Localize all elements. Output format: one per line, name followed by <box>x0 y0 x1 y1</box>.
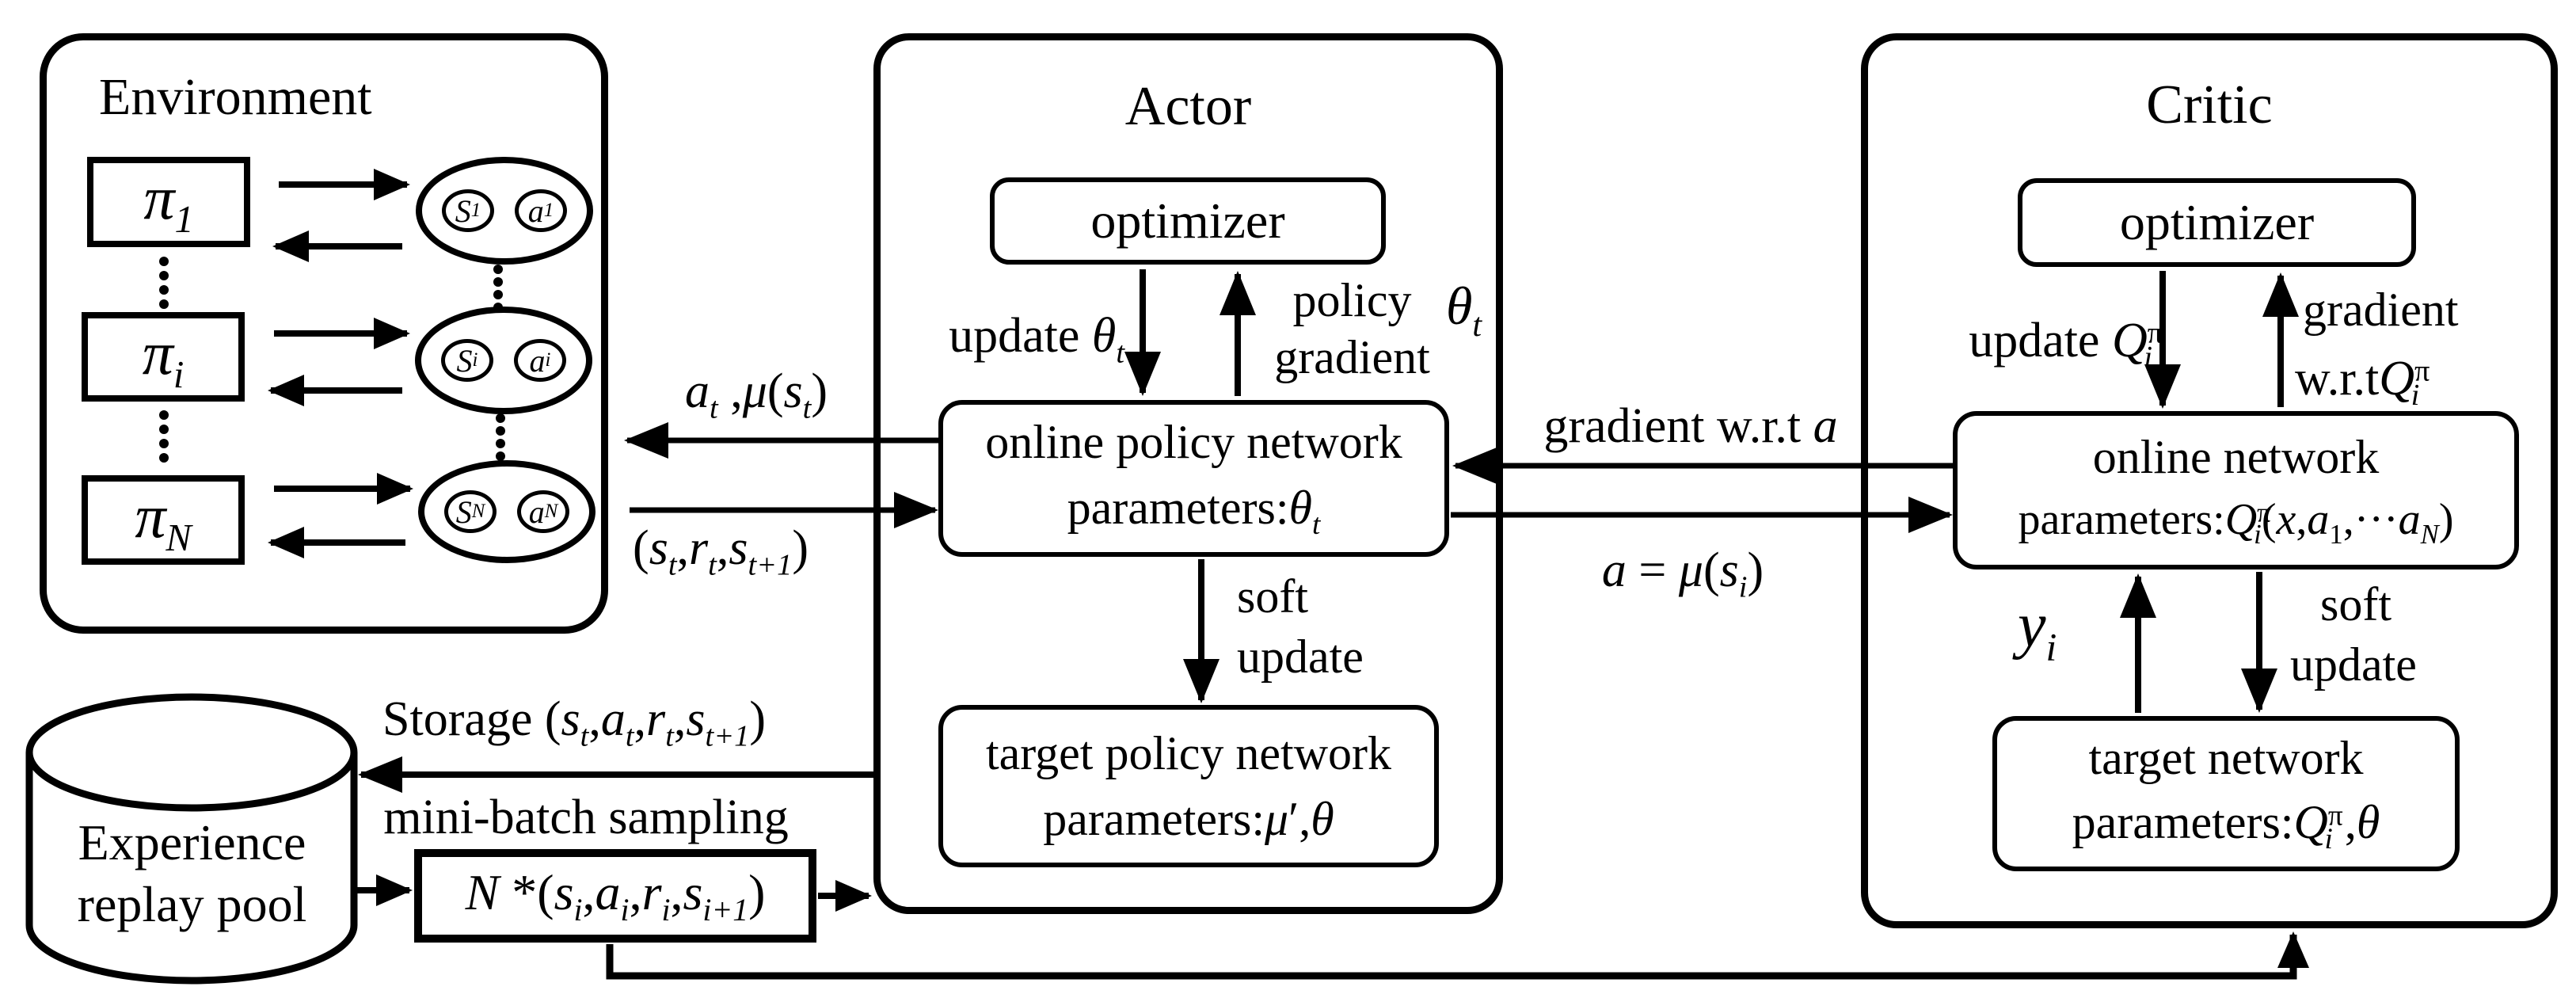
critic-target-network-box: target network parameters:Qπi ,θ <box>1992 716 2460 871</box>
actor-soft-update-label: update <box>1237 630 1364 683</box>
policy-label-N: πN <box>135 481 192 559</box>
actor-box <box>873 33 1503 914</box>
pool-label-line1: Experience <box>78 814 306 870</box>
critic-online-network-line1: online network <box>2092 430 2380 483</box>
environment-box <box>40 33 608 634</box>
minibatch-box: N *(si,ai,ri,si+1) <box>414 849 816 943</box>
critic-soft-label: soft <box>2320 578 2391 630</box>
actor-gradient-label: gradient <box>1274 331 1430 383</box>
policy-label-1: π1 <box>143 163 194 241</box>
actor-policy-label: policy <box>1292 274 1412 326</box>
policy-box-1: π1 <box>87 157 250 247</box>
storage-label: Storage (st,at,rt,st+1) <box>382 692 766 753</box>
minibatch-box-label: N *(si,ai,ri,si+1) <box>465 864 766 928</box>
actor-optimizer-box: optimizer <box>990 177 1386 265</box>
pool-label-line2: replay pool <box>77 876 307 932</box>
arrow-batch-to-critic-target <box>606 931 2309 980</box>
actor-optimizer-label: optimizer <box>1090 192 1285 249</box>
target-policy-network-line1: target policy network <box>985 726 1392 779</box>
critic-target-network-line2: parameters:Qπi ,θ <box>2072 795 2380 855</box>
actor-soft-label: soft <box>1237 570 1308 623</box>
actor-title: Actor <box>1124 76 1252 137</box>
policy-box-N: πN <box>82 475 245 565</box>
gradient-wrt-a-label: gradient w.r.t a <box>1543 399 1838 453</box>
policy-box-i: πi <box>82 312 245 402</box>
a-equals-mu-label: a = μ(si) <box>1601 543 1764 604</box>
actor-update-label: update θt <box>949 309 1124 370</box>
critic-optimizer-label: optimizer <box>2119 194 2315 250</box>
online-policy-network-line1: online policy network <box>985 415 1402 468</box>
target-policy-network-line2: parameters:μ′,θ <box>1043 792 1334 845</box>
critic-target-network-line1: target network <box>2088 731 2364 784</box>
transition-label: (st,rt,st+1) <box>633 521 809 582</box>
policy-label-i: πi <box>142 318 185 396</box>
online-policy-network-box: online policy network parameters:θt <box>938 400 1449 557</box>
environment-title: Environment <box>99 68 372 126</box>
action-mu-label: at ,μ(st) <box>685 364 828 425</box>
critic-box <box>1861 33 2558 928</box>
critic-update-label: update Qπi <box>1969 314 2163 375</box>
critic-gradient-label: gradient <box>2303 284 2459 336</box>
critic-soft-update-label: update <box>2290 638 2417 691</box>
critic-optimizer-box: optimizer <box>2018 178 2416 267</box>
critic-yi-label: yi <box>2018 591 2057 669</box>
actor-theta-label: θt <box>1446 276 1482 344</box>
online-policy-network-line2: parameters:θt <box>1067 481 1321 541</box>
critic-online-network-line2: parameters:Qπi(x,a1,···aN) <box>2018 494 2454 550</box>
minibatch-sampling-label: mini-batch sampling <box>383 790 789 844</box>
critic-title: Critic <box>2146 74 2273 135</box>
critic-online-network-box: online network parameters:Qπi(x,a1,···aN… <box>1953 411 2519 569</box>
critic-wrt-label: w.r.tQπi <box>2295 352 2430 413</box>
target-policy-network-box: target policy network parameters:μ′,θ <box>938 705 1439 867</box>
